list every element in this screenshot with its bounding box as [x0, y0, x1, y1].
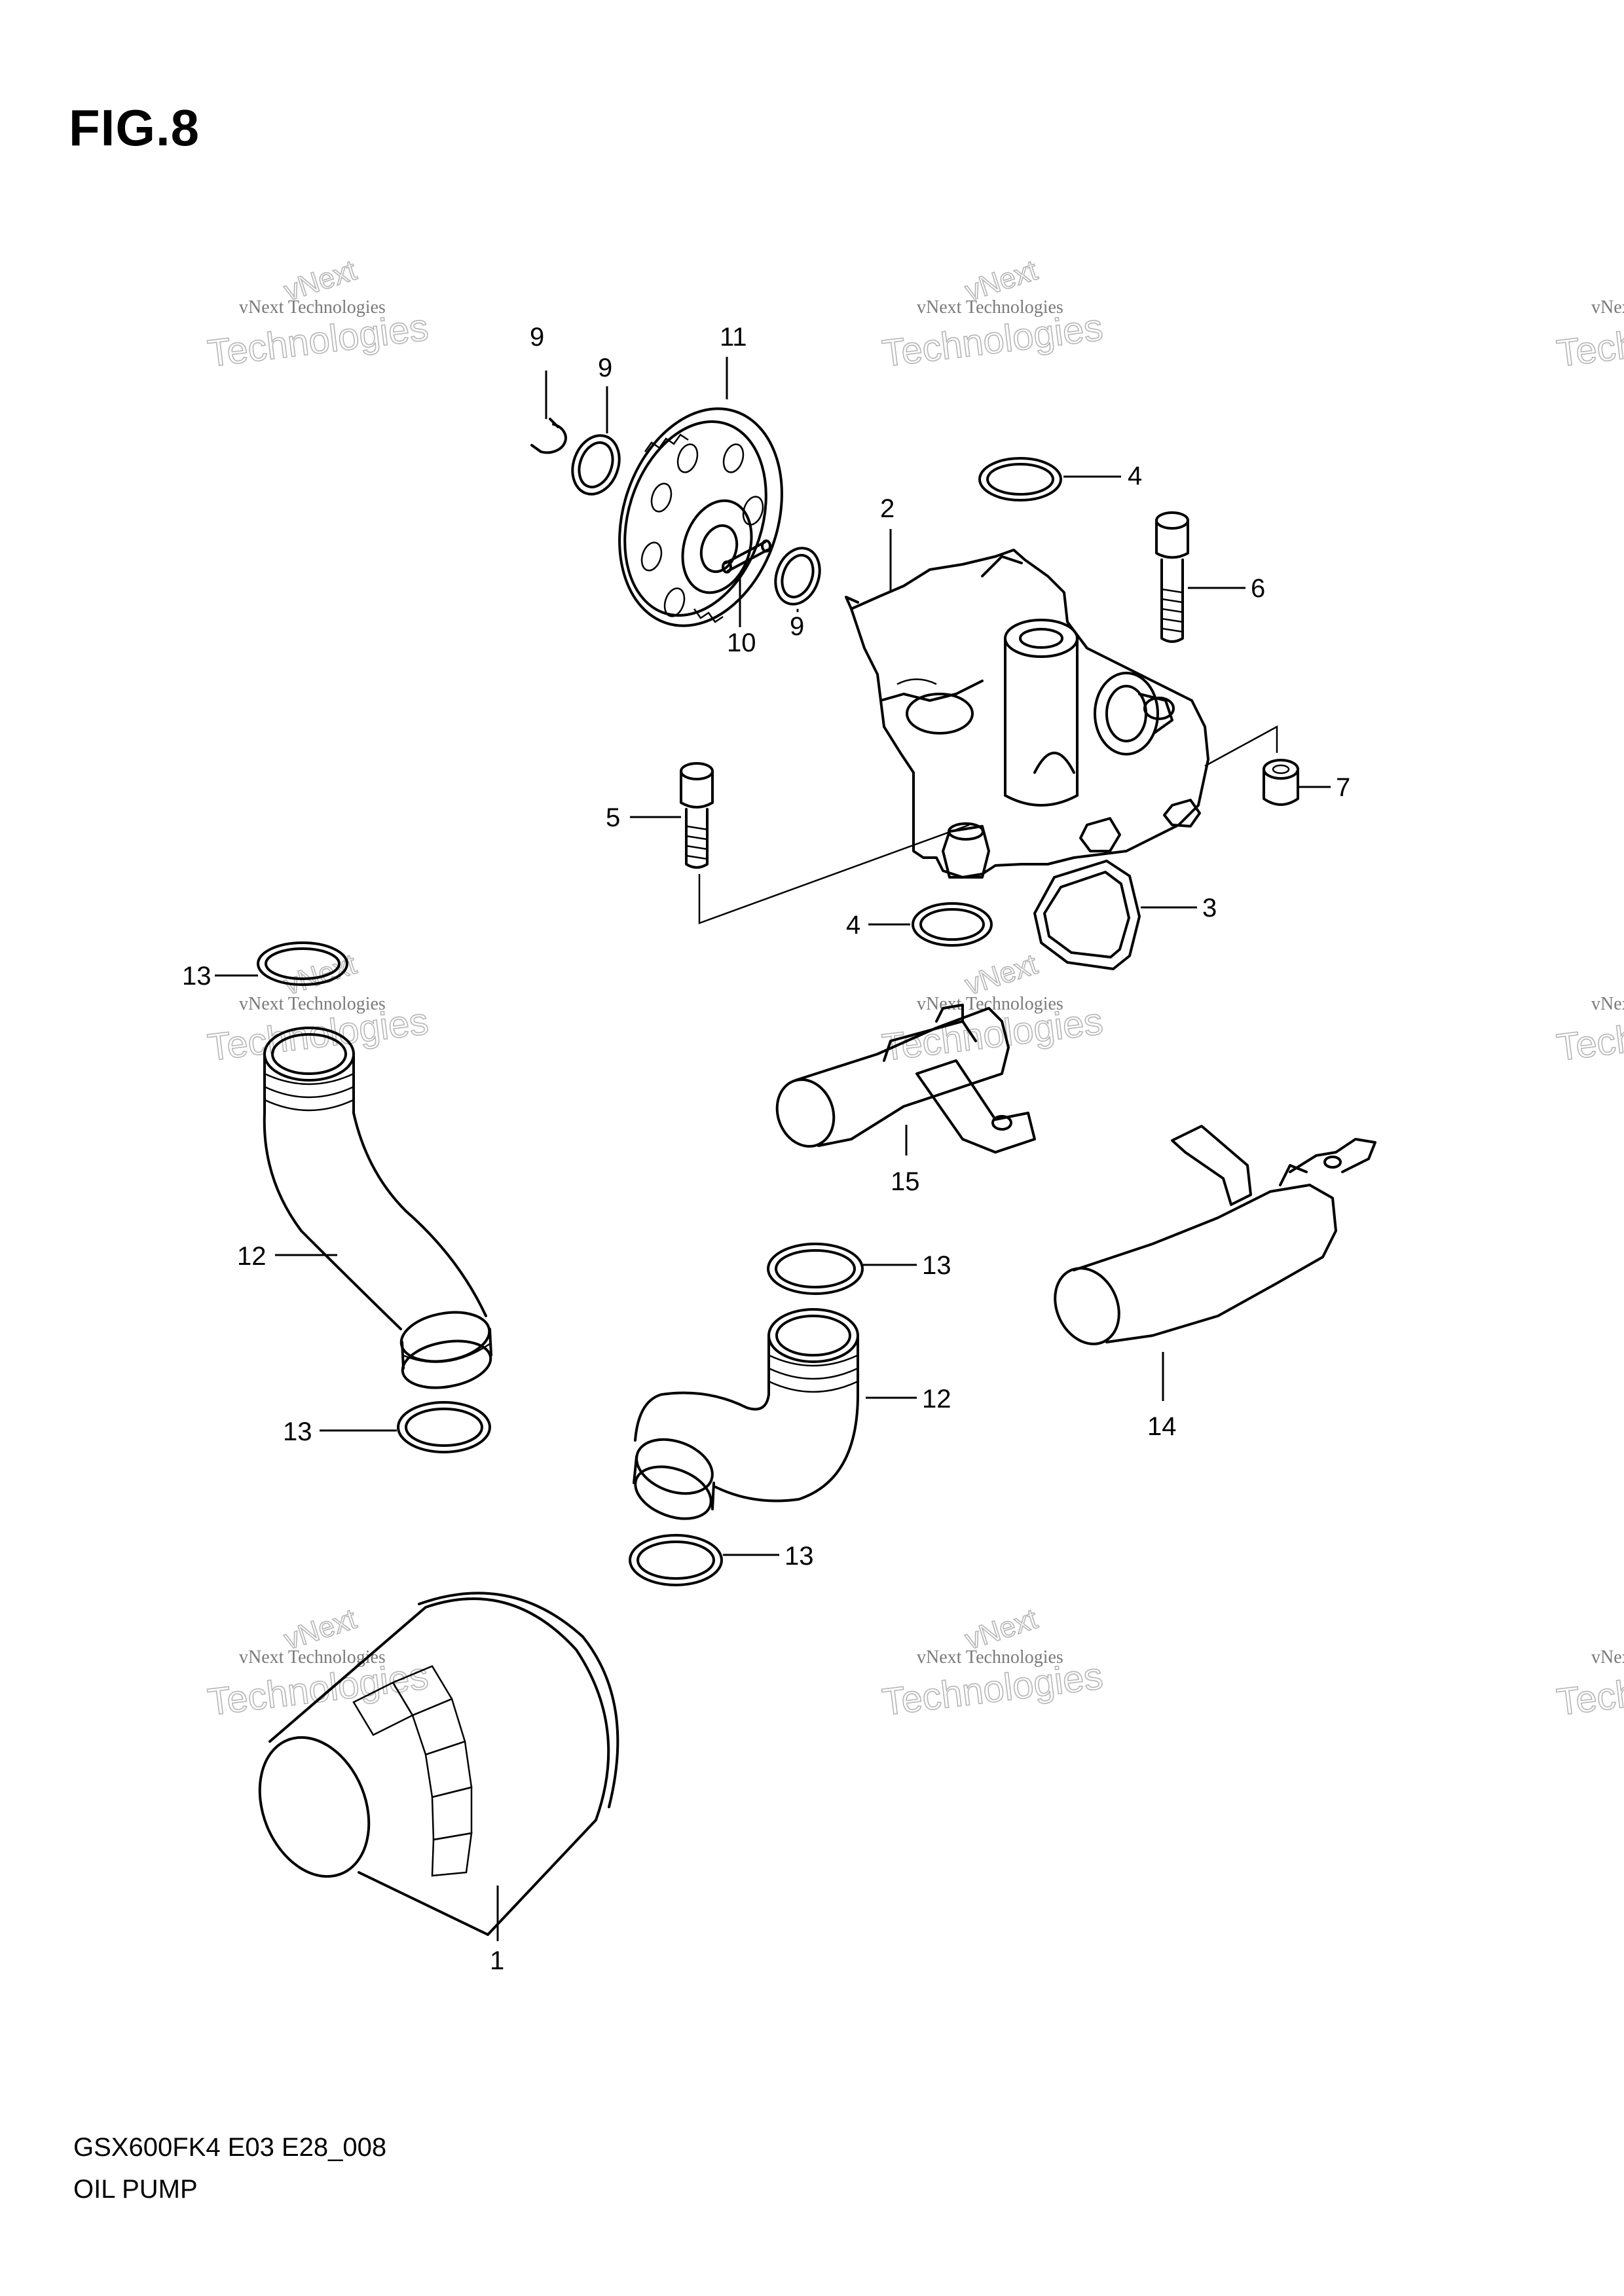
watermark-3: vNext Technologies Technologies	[1554, 297, 1624, 376]
watermark-small-text: vNext Technologies	[239, 297, 386, 318]
assembly-lines	[698, 725, 1278, 924]
oil-pipe-icon	[633, 1308, 859, 1520]
gasket-icon	[1033, 860, 1141, 970]
callout-14: 14	[1147, 1412, 1177, 1441]
callout-13: 13	[283, 1417, 312, 1446]
watermark-2: vNext Technologies Technologies vNext	[879, 253, 1106, 375]
callout-5: 5	[606, 803, 620, 832]
o-ring-icon	[912, 902, 993, 947]
callout-13: 13	[182, 962, 212, 991]
callout-10: 10	[727, 629, 756, 657]
callout-8: 11	[720, 323, 747, 352]
watermark-small-text: vNext Technologies	[1591, 297, 1624, 318]
oil-strainer-icon	[775, 1004, 1036, 1154]
oil-pipe-icon	[263, 1027, 492, 1389]
section-name-label: OIL PUMP	[73, 2175, 198, 2204]
callout-12: 12	[922, 1385, 951, 1413]
figure-title: FIG.8	[69, 99, 200, 156]
callout-4: 4	[1128, 462, 1142, 490]
watermark-6: vNext Technologies Technologies	[1554, 994, 1624, 1070]
callout-4: 4	[846, 911, 860, 939]
watermark-small-text: vNext Technologies	[917, 1647, 1063, 1667]
callout-labels: 9 9 11 10 9 2 4 6 7 5 3 4 13 15 12 13 12…	[182, 323, 1350, 1975]
callout-3: 3	[1202, 894, 1217, 922]
callout-11: 9	[530, 323, 544, 352]
watermark-small-text: vNext Technologies	[239, 994, 386, 1014]
callout-2: 2	[880, 494, 895, 523]
callout-6: 6	[1251, 574, 1265, 603]
o-ring-icon	[257, 941, 348, 986]
callout-15: 15	[891, 1167, 920, 1196]
oil-filter-icon	[258, 1592, 619, 1936]
washer-icon	[774, 547, 821, 606]
leader-lines	[215, 357, 1331, 1941]
o-ring-icon	[397, 1401, 491, 1453]
oil-pump-body-icon	[845, 549, 1209, 879]
circlip-icon	[530, 418, 567, 454]
watermark-small-text: vNext Technologies	[917, 297, 1063, 318]
bolt-icon	[1155, 511, 1189, 643]
pin-icon	[722, 539, 771, 574]
callout-13: 13	[922, 1251, 951, 1280]
o-ring-icon	[767, 1243, 864, 1295]
callout-1: 1	[490, 1946, 504, 1975]
watermark-8: vNext Technologies Technologies vNext	[879, 1602, 1106, 1724]
callout-13: 13	[784, 1542, 814, 1571]
o-ring-icon	[629, 1534, 723, 1586]
dowel-pin-icon	[1263, 759, 1299, 806]
model-code-label: GSX600FK4 E03 E28_008	[73, 2133, 387, 2162]
bolt-icon	[680, 762, 714, 869]
driven-gear-icon	[618, 407, 783, 627]
watermark-small-text: vNext Technologies	[1591, 994, 1624, 1014]
callout-9: 9	[790, 612, 804, 641]
o-ring-icon	[978, 457, 1062, 501]
watermark-7: vNext Technologies Technologies vNext	[205, 1602, 432, 1724]
washer-icon	[571, 434, 621, 496]
watermark-small-text: vNext Technologies	[1591, 1647, 1624, 1667]
oil-strainer-icon	[1054, 1125, 1376, 1345]
callout-7: 7	[1336, 773, 1350, 802]
watermark-5: vNext Technologies Technologies vNext	[879, 947, 1106, 1069]
watermark-9: vNext Technologies Technologies	[1554, 1647, 1624, 1724]
watermark-4: vNext Technologies Technologies vNext	[205, 947, 432, 1069]
watermark-1: vNext Technologies Technologies vNext	[205, 253, 432, 375]
callout-12: 12	[237, 1242, 267, 1271]
callout-9: 9	[598, 354, 612, 382]
